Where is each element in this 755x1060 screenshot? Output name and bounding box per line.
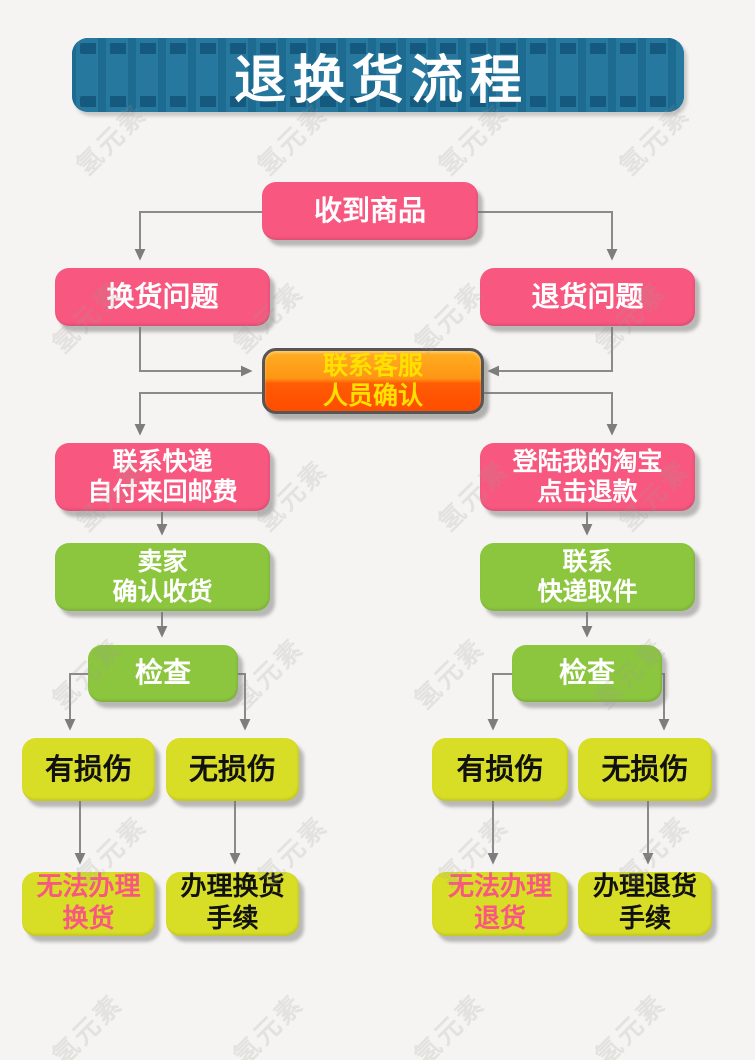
connector-service-to-taobao xyxy=(478,392,618,436)
node-undamaged-left: 无损伤 xyxy=(166,738,299,801)
node-exchange-procedure: 办理换货 手续 xyxy=(166,872,299,936)
node-contact-customer-service: 联系客服 人员确认 xyxy=(262,348,484,414)
node-seller-confirm-receipt: 卖家 确认收货 xyxy=(55,543,270,611)
connector-return-to-service xyxy=(487,327,613,377)
connector-received-to-exchange xyxy=(134,211,262,261)
node-inspect-right: 检查 xyxy=(512,645,662,702)
node-courier-pickup: 联系 快递取件 xyxy=(480,543,695,611)
film-sprockets-top xyxy=(80,43,676,54)
node-contact-courier-pay-postage: 联系快递 自付来回邮费 xyxy=(55,443,270,511)
connector-service-to-courier xyxy=(134,392,262,436)
node-damaged-right: 有损伤 xyxy=(432,738,568,801)
node-received-goods: 收到商品 xyxy=(262,182,478,240)
connector-inspect-to-damaged-left xyxy=(64,673,88,731)
page-title: 退换货流程 xyxy=(233,50,529,111)
node-undamaged-right: 无损伤 xyxy=(578,738,712,801)
connector-received-to-return xyxy=(478,211,618,261)
node-cannot-return: 无法办理 退货 xyxy=(432,872,568,936)
node-cannot-exchange: 无法办理 换货 xyxy=(22,872,155,936)
node-exchange-issue: 换货问题 xyxy=(55,268,270,326)
connector-inspect-to-undamaged-right xyxy=(658,673,670,731)
node-damaged-left: 有损伤 xyxy=(22,738,155,801)
connector-inspect-to-damaged-right xyxy=(487,673,512,731)
node-return-procedure: 办理退货 手续 xyxy=(578,872,712,936)
node-return-issue: 退货问题 xyxy=(480,268,695,326)
node-login-taobao-refund: 登陆我的淘宝 点击退款 xyxy=(480,443,695,511)
title-banner: 退换货流程 xyxy=(72,38,684,112)
connector-inspect-to-undamaged-left xyxy=(238,673,251,731)
film-sprockets-bottom xyxy=(80,96,676,107)
connector-exchange-to-service xyxy=(139,327,253,377)
node-inspect-left: 检查 xyxy=(88,645,238,702)
